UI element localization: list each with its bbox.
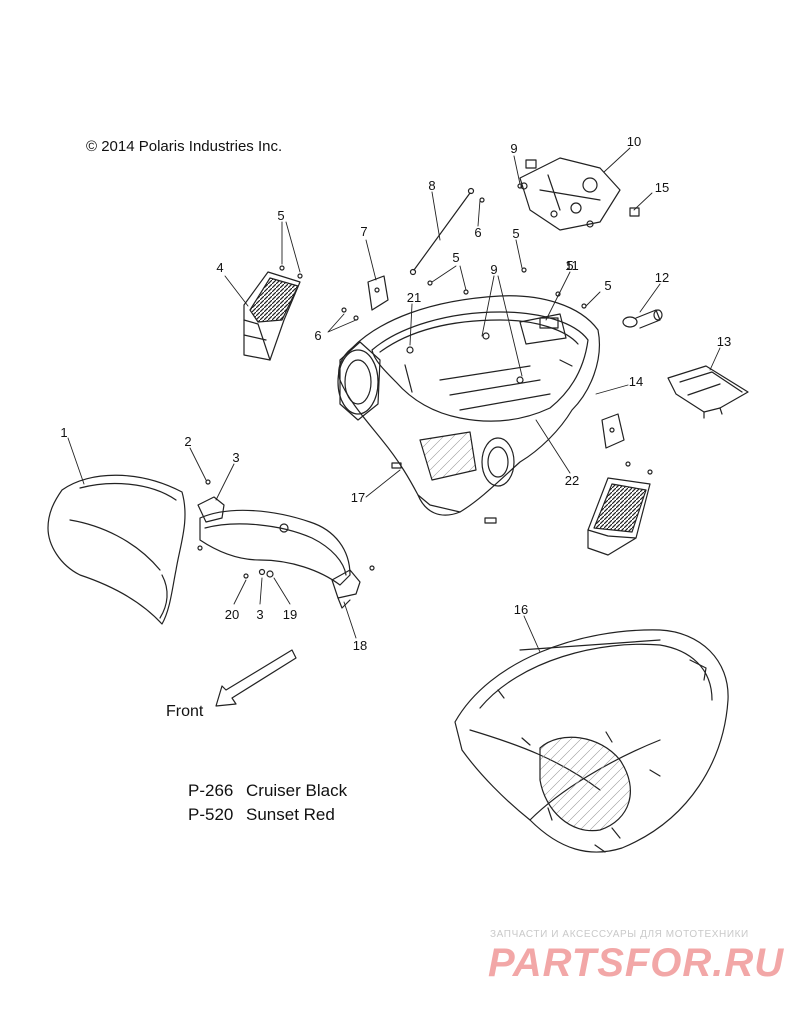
- part-12-lock-cylinder: [622, 309, 663, 329]
- callout-6: 6: [314, 328, 321, 343]
- callout-5: 5: [452, 250, 459, 265]
- paint-color-name: Sunset Red: [246, 805, 335, 824]
- part-4-speaker-grille-left: [243, 271, 301, 361]
- callout-6: 6: [474, 225, 481, 240]
- part-18-lower-mount-frame: [197, 496, 361, 609]
- callout-16: 16: [514, 602, 528, 617]
- copyright-text: © 2014 Polaris Industries Inc.: [86, 138, 283, 155]
- callout-1: 1: [60, 425, 67, 440]
- callout-3: 3: [256, 607, 263, 622]
- front-direction-label: Front: [166, 703, 204, 720]
- fasteners: [197, 183, 653, 571]
- callout-17: 17: [351, 490, 365, 505]
- part-13-mounting-plate: [667, 365, 749, 419]
- callout-8: 8: [428, 178, 435, 193]
- callout-10: 10: [627, 134, 641, 149]
- part-4-speaker-grille-right: [587, 477, 651, 556]
- part-14-inner-trunk-body: [337, 295, 600, 516]
- callout-9: 9: [490, 262, 497, 277]
- callout-19: 19: [283, 607, 297, 622]
- part-16-trunk-lid: [454, 629, 729, 853]
- callout-9: 9: [510, 141, 517, 156]
- callout-5: 5: [277, 208, 284, 223]
- callout-12: 12: [655, 270, 669, 285]
- part-1-fairing-shell: [47, 474, 186, 625]
- callout-20: 20: [225, 607, 239, 622]
- paint-code: P-520: [188, 805, 234, 824]
- callout-7: 7: [360, 224, 367, 239]
- callout-18: 18: [353, 638, 367, 653]
- callout-5: 5: [566, 258, 573, 273]
- front-direction-arrow: [215, 649, 297, 707]
- callout-numbers: 1 2 3 3 4 5 5 5 5 5 6 6 7 8 9 9 10 11 12…: [60, 134, 731, 653]
- part-10-harness-cluster: [519, 157, 640, 231]
- callout-11: 11: [565, 258, 579, 273]
- leader-lines: [67, 147, 721, 653]
- paint-color-name: Cruiser Black: [246, 781, 348, 800]
- callout-5: 5: [604, 278, 611, 293]
- callout-15: 15: [655, 180, 669, 195]
- callout-22: 22: [565, 473, 579, 488]
- callout-2: 2: [184, 434, 191, 449]
- paint-code-row: P-266 Cruiser Black: [188, 781, 347, 801]
- callout-13: 13: [717, 334, 731, 349]
- watermark-subtitle: ЗАПЧАСТИ И АКСЕССУАРЫ ДЛЯ МОТОТЕХНИКИ: [490, 929, 749, 940]
- callout-14: 14: [629, 374, 643, 389]
- part-17-labels: [391, 462, 497, 524]
- watermark-brand-logo: PARTSFOR.RU: [488, 941, 785, 985]
- paint-code-row: P-520 Sunset Red: [188, 805, 335, 825]
- callout-4: 4: [216, 260, 223, 275]
- callout-5: 5: [512, 226, 519, 241]
- part-8-cable: [409, 187, 475, 276]
- paint-code: P-266: [188, 781, 234, 800]
- callout-21: 21: [407, 290, 421, 305]
- callout-3: 3: [232, 450, 239, 465]
- part-7-bracket: [367, 275, 625, 449]
